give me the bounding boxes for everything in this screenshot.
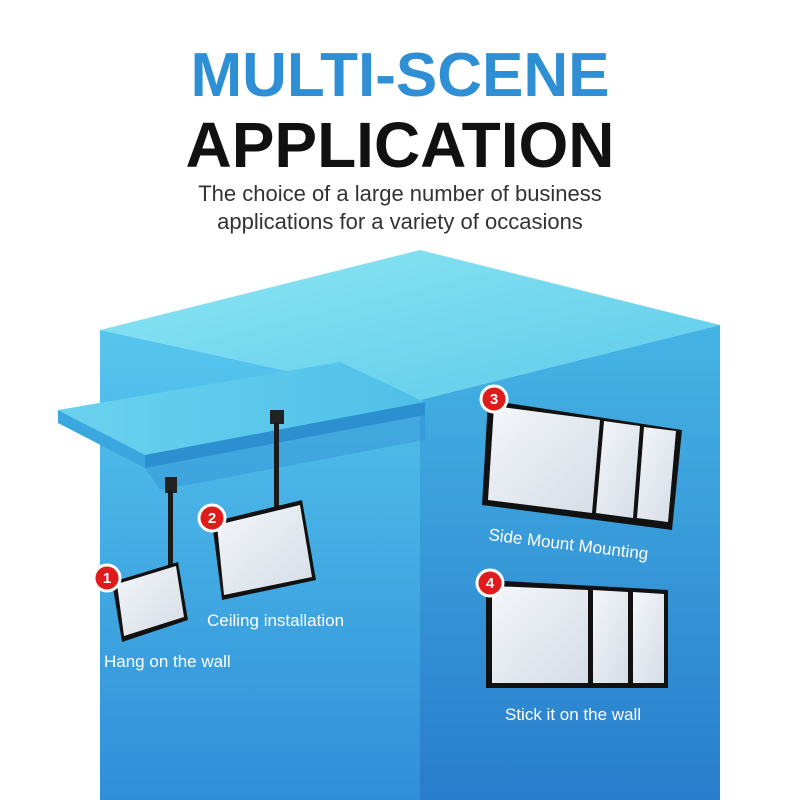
subtitle-line-1: The choice of a large number of business <box>198 181 602 206</box>
badge-3: 3 <box>479 384 509 414</box>
wall-side-shade <box>420 325 720 800</box>
ceiling-shelf-side <box>145 402 425 468</box>
screen-4-stick-on-wall <box>486 580 668 688</box>
ceiling-shelf-underside-shadow <box>145 415 425 490</box>
ceiling-shelf-front <box>58 410 145 468</box>
label-hang-on-the-wall: Hang on the wall <box>104 652 231 671</box>
screen-1-hang-on-wall <box>112 477 188 642</box>
subtitle-line-2: applications for a variety of occasions <box>217 209 583 234</box>
label-stick-it-on-the-wall: Stick it on the wall <box>505 705 641 724</box>
badge-1: 1 <box>92 563 122 593</box>
title-line-1: MULTI-SCENE <box>190 41 610 110</box>
badge-4-number: 4 <box>486 575 495 592</box>
screen-2-ceiling-installation <box>212 410 316 600</box>
ceiling-shelf-top <box>58 362 425 455</box>
wall-top-face <box>100 250 720 400</box>
badge-3-number: 3 <box>490 391 498 408</box>
badge-2: 2 <box>197 503 227 533</box>
badge-4: 4 <box>475 568 505 598</box>
screen-3-side-mount <box>482 400 682 530</box>
title-line-2: APPLICATION <box>185 109 615 181</box>
badge-1-number: 1 <box>103 570 111 587</box>
subtitle: The choice of a large number of business… <box>0 180 800 236</box>
badge-2-number: 2 <box>208 510 216 527</box>
label-ceiling-installation: Ceiling installation <box>207 611 344 630</box>
